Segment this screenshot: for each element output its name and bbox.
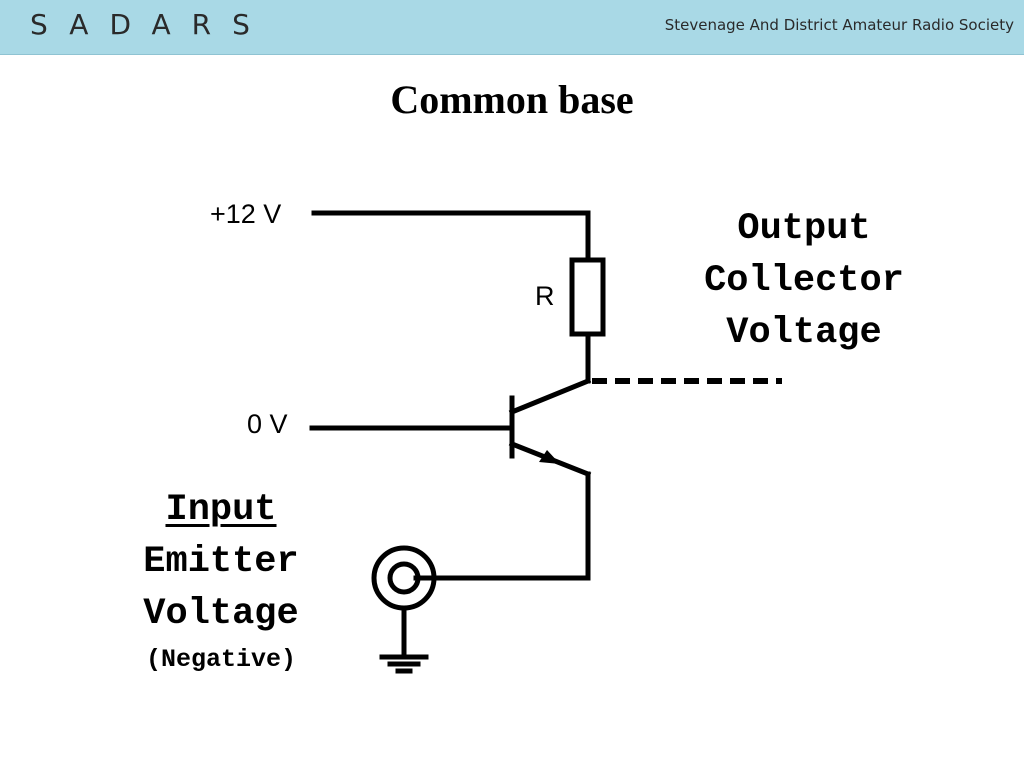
brand-logo: SADARS xyxy=(30,8,271,41)
emitter-arrow-icon xyxy=(539,450,560,464)
input-label-line2: Emitter xyxy=(143,541,299,583)
output-label-line2: Collector xyxy=(704,260,904,302)
coax-inner-ring xyxy=(387,561,421,595)
input-label: Input Emitter Voltage (Negative) xyxy=(96,484,346,680)
transistor-collector-lead xyxy=(508,377,592,416)
resistor-label: R xyxy=(535,281,555,311)
header-bar: SADARS Stevenage And District Amateur Ra… xyxy=(0,0,1024,55)
output-label-line1: Output xyxy=(737,208,871,250)
society-name: Stevenage And District Amateur Radio Soc… xyxy=(664,16,1014,34)
input-label-line4: (Negative) xyxy=(145,645,297,674)
resistor-body xyxy=(569,257,606,337)
supply-voltage-label: +12 V xyxy=(210,199,282,229)
output-label-line3: Voltage xyxy=(726,312,882,354)
input-label-line1: Input xyxy=(165,489,277,531)
base-voltage-label: 0 V xyxy=(247,409,288,439)
input-label-line3: Voltage xyxy=(143,593,299,635)
slide-title: Common base xyxy=(390,77,634,122)
output-label: Output Collector Voltage xyxy=(664,203,944,359)
